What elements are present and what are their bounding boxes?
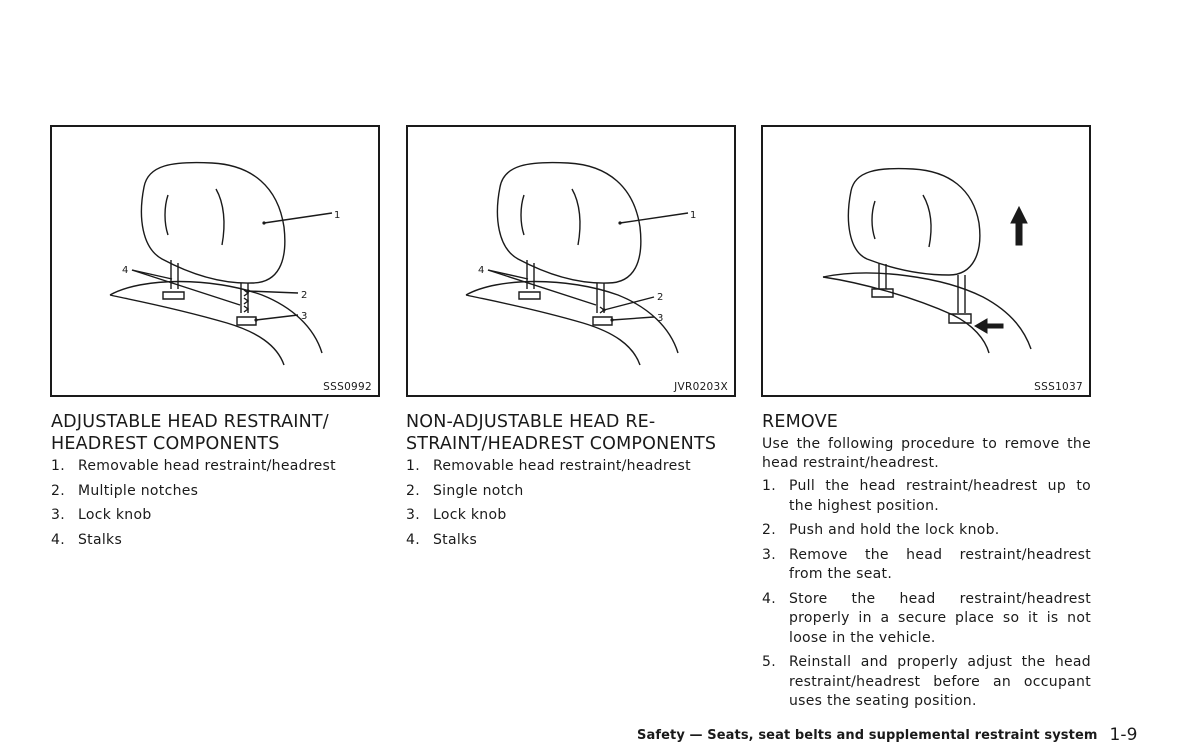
figure-code: SSS0992 xyxy=(323,381,372,393)
section-remove-procedure: REMOVE Use the following procedure to re… xyxy=(762,411,1091,717)
item-number: 4. xyxy=(51,531,65,548)
pull-up-arrow-icon xyxy=(1010,205,1028,246)
footer-section-title: Safety — Seats, seat belts and supplemen… xyxy=(637,728,1098,743)
list-item: 1. Removable head restraint/headrest xyxy=(406,457,736,477)
heading-line: HEADREST COMPONENTS xyxy=(51,434,280,454)
callout-1: 1 xyxy=(334,210,340,221)
figure-code: SSS1037 xyxy=(1034,381,1083,393)
item-text: Removable head restraint/headrest xyxy=(78,458,336,474)
item-text: Removable head restraint/headrest xyxy=(433,458,691,474)
figure-frame xyxy=(406,125,736,397)
list-item: 1. Removable head restraint/headrest xyxy=(51,457,381,477)
section-heading: NON-ADJUSTABLE HEAD RE- STRAINT/HEADREST… xyxy=(406,411,736,455)
figure-frame xyxy=(761,125,1091,397)
item-number: 1. xyxy=(762,478,776,494)
section-adjustable-components: ADJUSTABLE HEAD RESTRAINT/ HEADREST COMP… xyxy=(51,411,381,555)
list-item: 3. Remove the head restraint/headrest fro… xyxy=(762,546,1091,585)
item-number: 1. xyxy=(51,458,65,474)
item-text: Reinstall and properly adjust the head r… xyxy=(789,654,1091,709)
callout-4: 4 xyxy=(478,265,484,276)
section-heading: ADJUSTABLE HEAD RESTRAINT/ HEADREST COMP… xyxy=(51,411,381,455)
list-item: 4. Stalks xyxy=(51,531,381,551)
item-text: Stalks xyxy=(78,531,123,548)
item-number: 3. xyxy=(762,546,776,563)
procedure-steps: 1. Pull the head restraint/headrest up to… xyxy=(762,477,1091,712)
callout-2: 2 xyxy=(657,292,663,303)
heading-line: REMOVE xyxy=(762,412,839,432)
heading-line: NON-ADJUSTABLE HEAD RE- xyxy=(406,412,656,432)
non-adjustable-head-restraint-illustration: 1 2 3 4 xyxy=(465,161,696,366)
item-number: 2. xyxy=(762,522,776,538)
list-item: 3. Lock knob xyxy=(406,506,736,526)
list-item: 2. Push and hold the lock knob. xyxy=(762,521,1091,541)
list-item: 1. Pull the head restraint/headrest up to… xyxy=(762,477,1091,516)
item-text: Store the head restraint/headrest proper… xyxy=(789,590,1091,646)
item-number: 4. xyxy=(406,531,420,548)
item-number: 3. xyxy=(51,507,65,523)
item-text: Stalks xyxy=(433,531,478,548)
figure-non-adjustable-head-restraint: 1 2 3 4 JVR0203X xyxy=(406,125,736,397)
item-text: Push and hold the lock knob. xyxy=(789,522,1000,538)
callout-2: 2 xyxy=(301,290,307,301)
heading-line: ADJUSTABLE HEAD RESTRAINT/ xyxy=(51,412,329,432)
component-list: 1. Removable head restraint/headrest 2. Si… xyxy=(406,457,736,550)
figure-adjustable-head-restraint: 1 2 3 4 SSS0992 xyxy=(50,125,380,397)
page-number: 1-9 xyxy=(1109,725,1138,745)
component-list: 1. Removable head restraint/headrest 2. Mu… xyxy=(51,457,381,550)
section-heading: REMOVE xyxy=(762,411,1091,433)
adjustable-head-restraint-illustration: 1 2 3 4 xyxy=(109,161,340,366)
callout-1: 1 xyxy=(690,210,696,221)
item-text: Lock knob xyxy=(433,507,507,523)
list-item: 2. Single notch xyxy=(406,482,736,502)
figure-frame xyxy=(50,125,380,397)
callout-3: 3 xyxy=(657,313,663,324)
callout-4: 4 xyxy=(122,265,128,276)
section-non-adjustable-components: NON-ADJUSTABLE HEAD RE- STRAINT/HEADREST… xyxy=(406,411,736,555)
remove-head-restraint-illustration xyxy=(822,167,1032,354)
list-item: 5. Reinstall and properly adjust the head… xyxy=(762,653,1091,712)
list-item: 2. Multiple notches xyxy=(51,482,381,502)
item-number: 3. xyxy=(406,507,420,523)
figure-code: JVR0203X xyxy=(674,381,728,393)
push-arrow-icon xyxy=(974,318,1004,334)
figure-remove-head-restraint: SSS1037 xyxy=(761,125,1091,397)
item-text: Single notch xyxy=(433,482,524,499)
item-text: Lock knob xyxy=(78,507,152,523)
item-number: 4. xyxy=(762,590,776,607)
item-text: Multiple notches xyxy=(78,482,199,499)
item-text: Remove the head restraint/headrest from … xyxy=(789,546,1091,583)
list-item: 3. Lock knob xyxy=(51,506,381,526)
item-number: 5. xyxy=(762,654,776,670)
procedure-intro: Use the following procedure to remove th… xyxy=(762,436,1091,471)
list-item: 4. Stalks xyxy=(406,531,736,551)
callout-3: 3 xyxy=(301,311,307,322)
page-footer: Safety — Seats, seat belts and supplemen… xyxy=(637,724,1138,745)
item-number: 2. xyxy=(406,482,420,499)
list-item: 4. Store the head restraint/headrest prop… xyxy=(762,590,1091,649)
item-number: 2. xyxy=(51,482,65,499)
heading-line: STRAINT/HEADREST COMPONENTS xyxy=(406,434,717,454)
item-number: 1. xyxy=(406,458,420,474)
item-text: Pull the head restraint/headrest up to t… xyxy=(789,478,1091,514)
